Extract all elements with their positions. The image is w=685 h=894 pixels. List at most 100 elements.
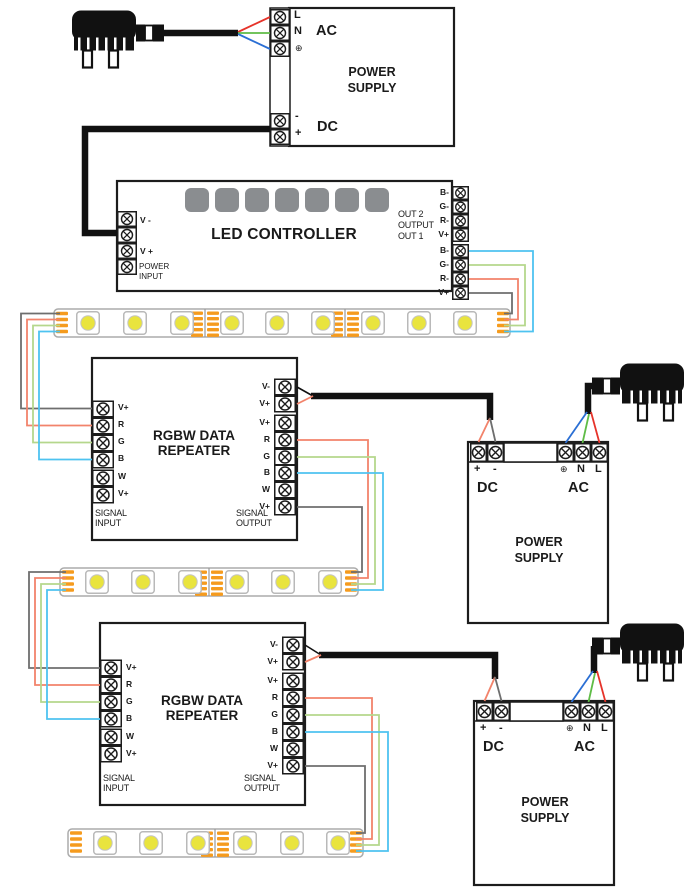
terminal-screw [452, 200, 469, 214]
psu-top-terminal-minus: - [295, 110, 299, 122]
terminal-screw [92, 434, 114, 452]
dc-wire-minus [494, 676, 503, 702]
signal-wire-green [297, 456, 376, 585]
dc-wire-plus [477, 417, 491, 443]
blank-terminal [503, 442, 558, 463]
led-chip [170, 311, 194, 335]
controller-button [185, 188, 209, 212]
mains-wire-earth [564, 411, 588, 444]
led-strip-3 [67, 828, 364, 858]
psu-bottom-title: POWER SUPPLY [520, 795, 570, 826]
repeater1-input-label: R [118, 419, 125, 429]
psu-mid-terminal-n: N [577, 463, 585, 475]
terminal-screw [92, 451, 114, 469]
terminal-screw [452, 286, 469, 300]
psu-bottom-terminal-n: N [583, 722, 591, 734]
terminal-screw [92, 400, 114, 418]
repeater1-signal-input-label: SIGNAL INPUT [95, 508, 127, 528]
repeater2-output-label: R [271, 691, 278, 702]
repeater1-input-label: G [118, 436, 125, 446]
psu-top-ac-label: AC [316, 23, 337, 39]
controller-title: LED CONTROLLER [211, 226, 357, 243]
signal-wire-green [32, 324, 94, 444]
led-chip [233, 831, 257, 855]
terminal-screw [282, 653, 304, 671]
signal-wire-red [34, 577, 102, 686]
out2-terminal-label: R- [440, 214, 449, 225]
terminal-screw [493, 702, 510, 721]
psu-top-title: POWER SUPPLY [347, 65, 397, 96]
signal-wire-red [297, 439, 369, 579]
controller-out1-label: OUT 1 [398, 231, 424, 241]
power-wire-vplus [296, 395, 314, 405]
repeater1-output-label: V+ [259, 500, 270, 511]
terminal-screw [274, 464, 296, 482]
repeater1-output-label: V+ [259, 416, 270, 427]
mains-wire-neutral [587, 672, 596, 703]
mains-wire-live [237, 16, 271, 33]
terminal-screw [282, 689, 304, 707]
repeater2-output-label: V+ [267, 655, 278, 666]
power-wire-vminus [304, 644, 322, 656]
dc-wire-minus [489, 417, 497, 443]
terminal-screw [574, 443, 591, 462]
led-strip-2 [59, 567, 359, 597]
terminal-screw [282, 636, 304, 654]
led-chip [93, 831, 117, 855]
led-chip [453, 311, 477, 335]
psu-bottom-terminal-earth: ⊕ [566, 723, 574, 733]
terminal-screw [117, 227, 137, 243]
out1-terminal-label: B- [440, 244, 449, 255]
controller-vplus-label: V + [140, 246, 153, 256]
repeater1-output-label: V- [261, 380, 270, 391]
psu-bottom-terminal-l: L [601, 722, 608, 734]
terminal-screw [452, 272, 469, 286]
out1-terminal-label: V+ [438, 286, 449, 297]
terminal-screw [597, 702, 614, 721]
psu-top-terminal-n: N [294, 25, 302, 37]
repeater2-input-label: R [126, 678, 133, 689]
repeater2-input-label: G [126, 695, 133, 706]
terminal-screw [100, 710, 122, 728]
controller-button [305, 188, 329, 212]
led-chip [123, 311, 147, 335]
controller-buttons [185, 188, 389, 212]
repeater1-title: RGBW DATA REPEATER [153, 428, 235, 459]
terminal-screw [270, 113, 290, 129]
psu-top-terminal-earth: ⊕ [295, 43, 303, 53]
out1-terminal-label: R- [440, 272, 449, 283]
terminal-screw [452, 186, 469, 200]
terminal-screw [580, 702, 597, 721]
signal-wire-green [469, 264, 526, 327]
repeater1-output-label: B [263, 466, 270, 477]
repeater2-output-label: G [271, 708, 278, 719]
terminal-screw [100, 745, 122, 763]
out2-terminal-label: V+ [438, 228, 449, 239]
ac-plug-icon [590, 622, 685, 682]
controller-button [245, 188, 269, 212]
psu-bottom-dc-label: DC [483, 739, 504, 755]
repeater1-input-label: B [118, 453, 125, 463]
controller-button [275, 188, 299, 212]
terminal-screw [591, 443, 608, 462]
power-wire-vminus [296, 386, 314, 397]
terminal-screw [100, 693, 122, 711]
terminal-screw [274, 378, 296, 396]
terminal-screw [563, 702, 580, 721]
repeater2-signal-input-label: SIGNAL INPUT [103, 773, 135, 793]
led-chip [280, 831, 304, 855]
terminal-screw [452, 258, 469, 272]
controller-button [365, 188, 389, 212]
controller-output-label: OUTPUT [398, 220, 434, 230]
psu-bottom-box [472, 699, 616, 887]
repeater2-output-label: W [269, 742, 278, 753]
repeater2-power-cable [319, 651, 499, 679]
psu-top-terminal-l: L [294, 9, 301, 21]
out2-terminal-label: B- [440, 186, 449, 197]
repeater1-input-label: V+ [118, 488, 129, 498]
terminal-screw [270, 41, 290, 57]
psu-mid-dc-label: DC [477, 480, 498, 496]
signal-wire-red [305, 697, 373, 840]
led-chip [318, 570, 342, 594]
repeater2-output-label: V- [269, 638, 278, 649]
